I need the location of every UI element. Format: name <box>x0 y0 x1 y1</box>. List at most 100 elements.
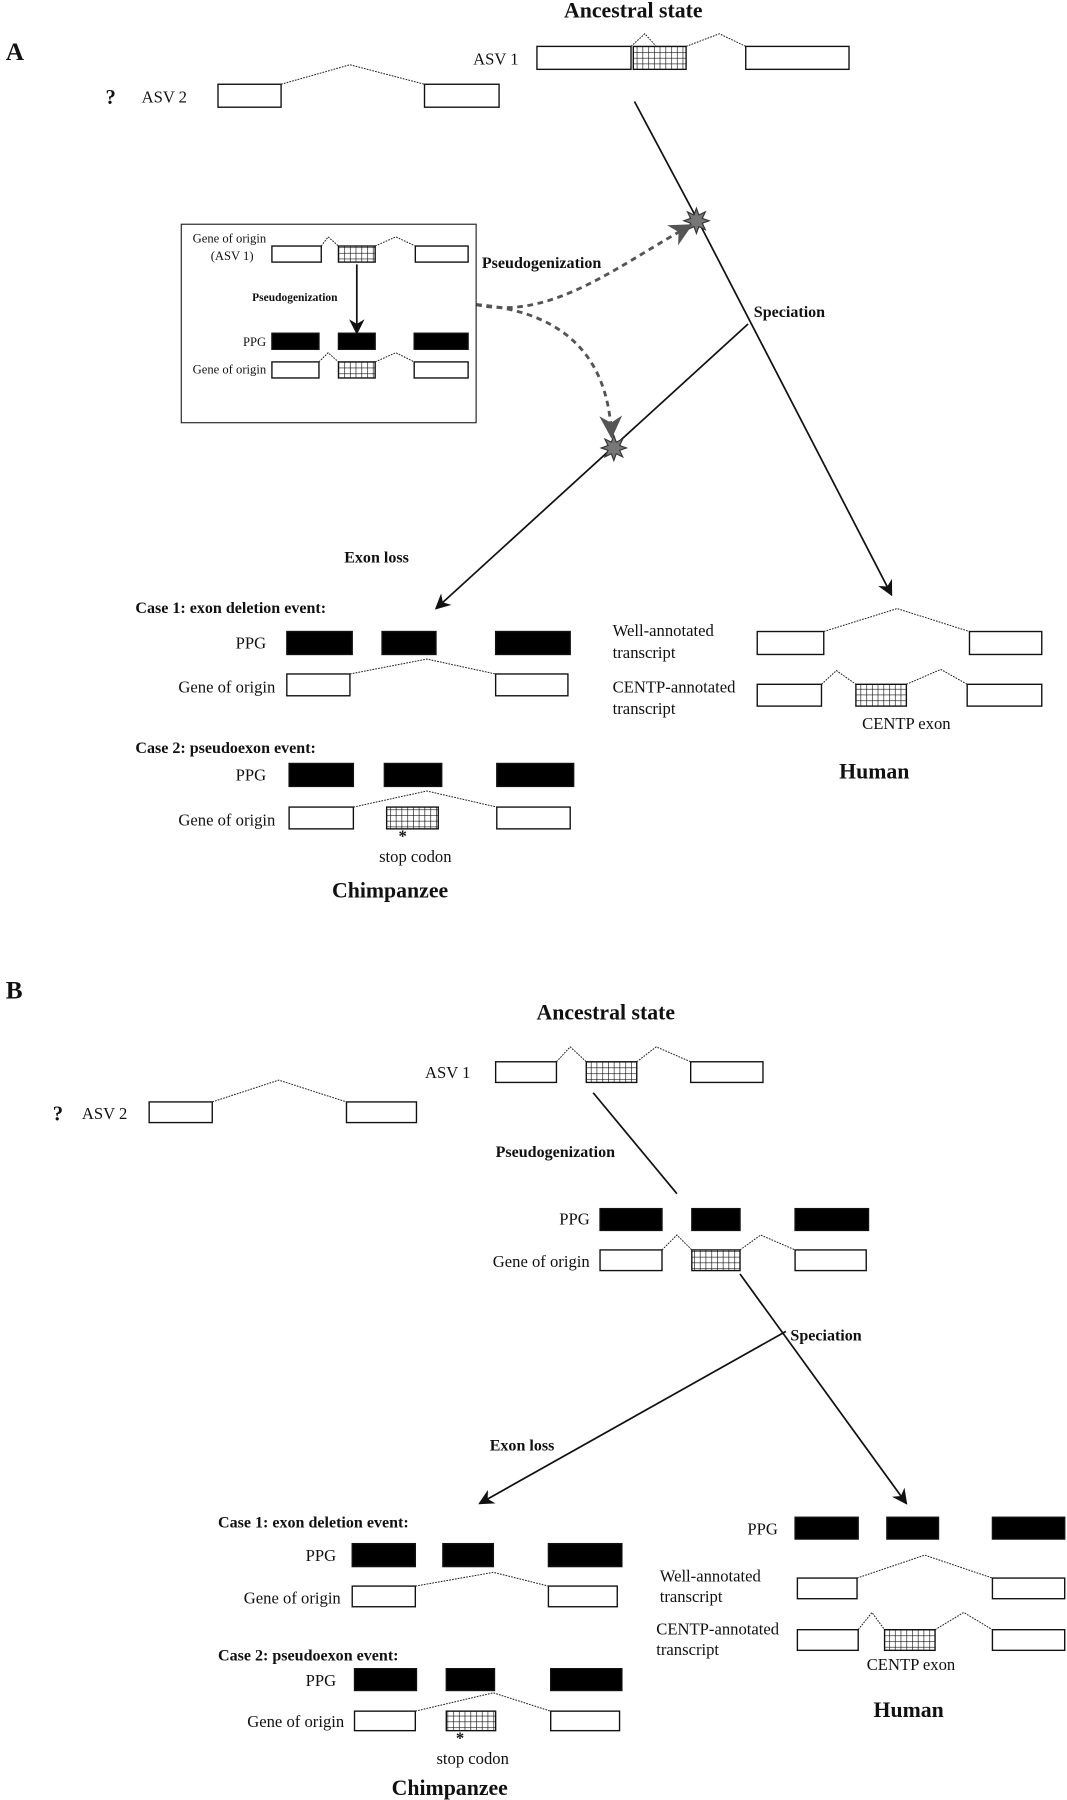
pseudogene-exon <box>381 630 437 656</box>
pseudogene-exon <box>599 1207 663 1232</box>
case2-label-a: Case 2: pseudoexon event: <box>135 740 316 757</box>
pseudogenization-dashed-arrow <box>476 303 623 439</box>
exon <box>599 1249 663 1272</box>
pseudogene-exon <box>794 1516 859 1540</box>
asv1-label-a: ASV 1 <box>473 50 518 69</box>
intron-line <box>739 1234 796 1251</box>
chimpanzee-branch-arrow <box>434 323 749 610</box>
stop-mark-b: * <box>456 1728 464 1747</box>
pseudogene-exon <box>550 1668 623 1692</box>
intron-line <box>320 236 339 247</box>
case1-label-a: Case 1: exon deletion event: <box>135 600 326 617</box>
case1-gene-label-b: Gene of origin <box>244 1588 342 1607</box>
exon <box>966 683 1043 707</box>
exon <box>271 245 322 263</box>
intron-line <box>630 33 657 47</box>
centp-annotated-label-a-2: transcript <box>613 699 676 718</box>
exon <box>353 1710 417 1732</box>
case2-gene-label-b: Gene of origin <box>247 1712 345 1731</box>
asv2-label-a: ASV 2 <box>142 88 187 107</box>
human-ppg-label-b: PPG <box>747 1519 778 1538</box>
alternative-exon <box>855 683 908 707</box>
pseudogenization-label-a: Pseudogenization <box>482 255 602 272</box>
intron-line <box>636 1046 691 1063</box>
inset-gene-origin-label-2: Gene of origin <box>193 362 267 376</box>
exon <box>550 1710 621 1732</box>
intron-line <box>374 236 416 247</box>
intron-line <box>661 1234 693 1251</box>
unknown-mark-b: ? <box>53 1103 63 1125</box>
exon <box>756 683 823 707</box>
pseudogene-exon <box>413 332 469 350</box>
centp-annotated-label-b-2: transcript <box>656 1640 719 1659</box>
pseudogenization-event-star <box>599 433 629 463</box>
alternative-exon <box>385 806 439 830</box>
asv2-label-b: ASV 2 <box>82 1104 127 1123</box>
pseudogene-exon <box>351 1542 417 1568</box>
centp-exon-label-b: CENTP exon <box>867 1655 956 1674</box>
ancestral-state-title-b: Ancestral state <box>537 1000 676 1024</box>
pseudogene-exon <box>794 1207 870 1232</box>
pseudogenization-line-b <box>592 1092 678 1195</box>
intron-line <box>906 668 968 685</box>
pseudogene-exon <box>271 332 320 350</box>
pseudogene-exon <box>353 1668 418 1692</box>
exon <box>414 245 469 263</box>
gene-origin-label-b: Gene of origin <box>493 1252 591 1271</box>
case1-gene-label-a: Gene of origin <box>178 677 276 696</box>
panel-b-label: B <box>6 978 23 1005</box>
exon <box>796 1577 858 1600</box>
intron-line <box>374 352 415 363</box>
intron-line <box>415 1692 551 1712</box>
asv1-label-b: ASV 1 <box>425 1063 470 1082</box>
human-branch-arrow-b <box>739 1273 908 1505</box>
human-branch-arrow <box>699 223 893 597</box>
pseudogene-exon <box>383 762 443 788</box>
pseudogene-exon <box>691 1207 741 1232</box>
chimpanzee-label-b: Chimpanzee <box>392 1776 508 1800</box>
pseudogene-exon <box>886 1516 940 1540</box>
centp-exon-label-a: CENTP exon <box>862 714 951 733</box>
panel-a-label: A <box>6 39 25 66</box>
chimpanzee-branch-arrow-b <box>478 1330 787 1505</box>
exon <box>991 1577 1066 1600</box>
inset-pseudogenization-label: Pseudogenization <box>252 292 338 304</box>
human-label-a: Human <box>839 759 909 783</box>
exon <box>968 630 1043 656</box>
exon <box>745 45 850 71</box>
case1-ppg-label-b: PPG <box>306 1546 337 1565</box>
intron-line <box>856 1554 993 1579</box>
speciation-label-a: Speciation <box>754 304 825 321</box>
pseudogene-exon <box>445 1668 496 1692</box>
ancestral-state-title-a: Ancestral state <box>564 0 703 23</box>
exon <box>345 1101 418 1124</box>
inset-ppg-label: PPG <box>243 335 266 349</box>
exon <box>796 1629 859 1652</box>
pseudogene-exon <box>496 762 575 788</box>
intron-line <box>415 1571 549 1587</box>
exon <box>288 806 355 830</box>
well-annotated-label-a-2: transcript <box>613 643 676 662</box>
alternative-exon <box>691 1249 741 1272</box>
exon <box>494 1061 558 1084</box>
exon <box>547 1585 618 1608</box>
inset-asv1-label: (ASV 1) <box>211 249 254 263</box>
intron-line <box>857 1611 885 1631</box>
exon <box>756 630 825 656</box>
exon <box>351 1585 417 1608</box>
case2-gene-label-a: Gene of origin <box>178 810 276 829</box>
exon <box>148 1101 213 1124</box>
alternative-exon <box>585 1061 638 1084</box>
pseudogene-exon <box>547 1542 623 1568</box>
pseudogene-exon <box>991 1516 1066 1540</box>
human-label-b: Human <box>874 1698 944 1722</box>
alternative-exon <box>632 45 687 71</box>
pseudogene-exon <box>494 630 571 656</box>
intron-line <box>280 64 425 85</box>
intron-line <box>212 1079 347 1103</box>
unknown-mark-a: ? <box>106 87 116 109</box>
intron-line <box>556 1046 587 1063</box>
exon <box>217 83 282 108</box>
pseudogenization-event-star <box>682 206 711 236</box>
